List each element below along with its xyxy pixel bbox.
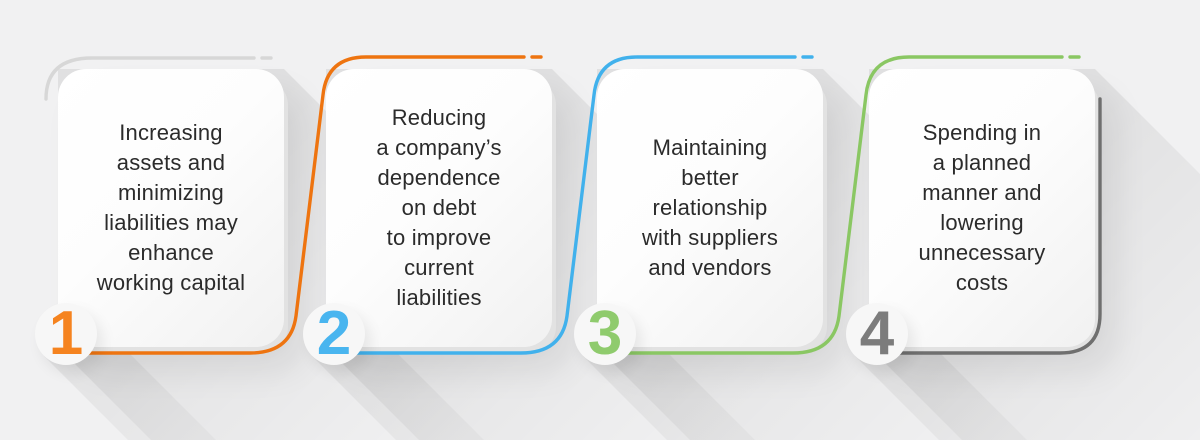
step-card-4: Spending in a planned manner and lowerin…	[869, 69, 1095, 347]
text-line: a planned	[932, 150, 1032, 175]
text-line: lowering	[940, 210, 1024, 235]
step-number-2: 2	[316, 299, 352, 368]
step-card-3: Maintaining better relationship with sup…	[597, 69, 823, 347]
step-number-4: 4	[859, 299, 895, 368]
text-line: with suppliers	[641, 225, 779, 250]
text-line: Reducing	[391, 105, 487, 130]
text-line: a company’s	[376, 135, 502, 160]
text-line: dependence	[377, 165, 501, 190]
text-line: Spending in	[922, 120, 1042, 145]
step-number-1: 1	[48, 299, 84, 368]
step-badge-3: 3	[574, 303, 636, 365]
text-line: on debt	[401, 195, 477, 220]
text-line: relationship	[652, 195, 768, 220]
text-line: liabilities may	[104, 210, 238, 235]
text-line: minimizing	[118, 180, 224, 205]
step-badge-1: 1	[35, 303, 97, 365]
step-card-2: Reducing a company’s dependence on debt …	[326, 69, 552, 347]
step-card-4-text: Spending in a planned manner and lowerin…	[869, 118, 1095, 298]
text-line: liabilities	[396, 285, 482, 310]
text-line: to improve	[386, 225, 492, 250]
step-card-3-text: Maintaining better relationship with sup…	[597, 133, 823, 283]
text-line: assets and	[116, 150, 226, 175]
text-line: current	[404, 255, 474, 280]
step-number-3: 3	[587, 299, 623, 368]
text-line: working capital	[96, 270, 246, 295]
text-line: Maintaining	[652, 135, 768, 160]
step-badge-4: 4	[846, 303, 908, 365]
text-line: enhance	[128, 240, 214, 265]
text-line: better	[681, 165, 739, 190]
step-card-1: Increasing assets and minimizing liabili…	[58, 69, 284, 347]
text-line: costs	[955, 270, 1009, 295]
step-card-1-text: Increasing assets and minimizing liabili…	[58, 118, 284, 298]
step-badge-2: 2	[303, 303, 365, 365]
text-line: Increasing	[119, 120, 223, 145]
text-line: and vendors	[648, 255, 772, 280]
text-line: manner and	[922, 180, 1042, 205]
text-line: unnecessary	[918, 240, 1046, 265]
step-card-2-text: Reducing a company’s dependence on debt …	[326, 103, 552, 313]
